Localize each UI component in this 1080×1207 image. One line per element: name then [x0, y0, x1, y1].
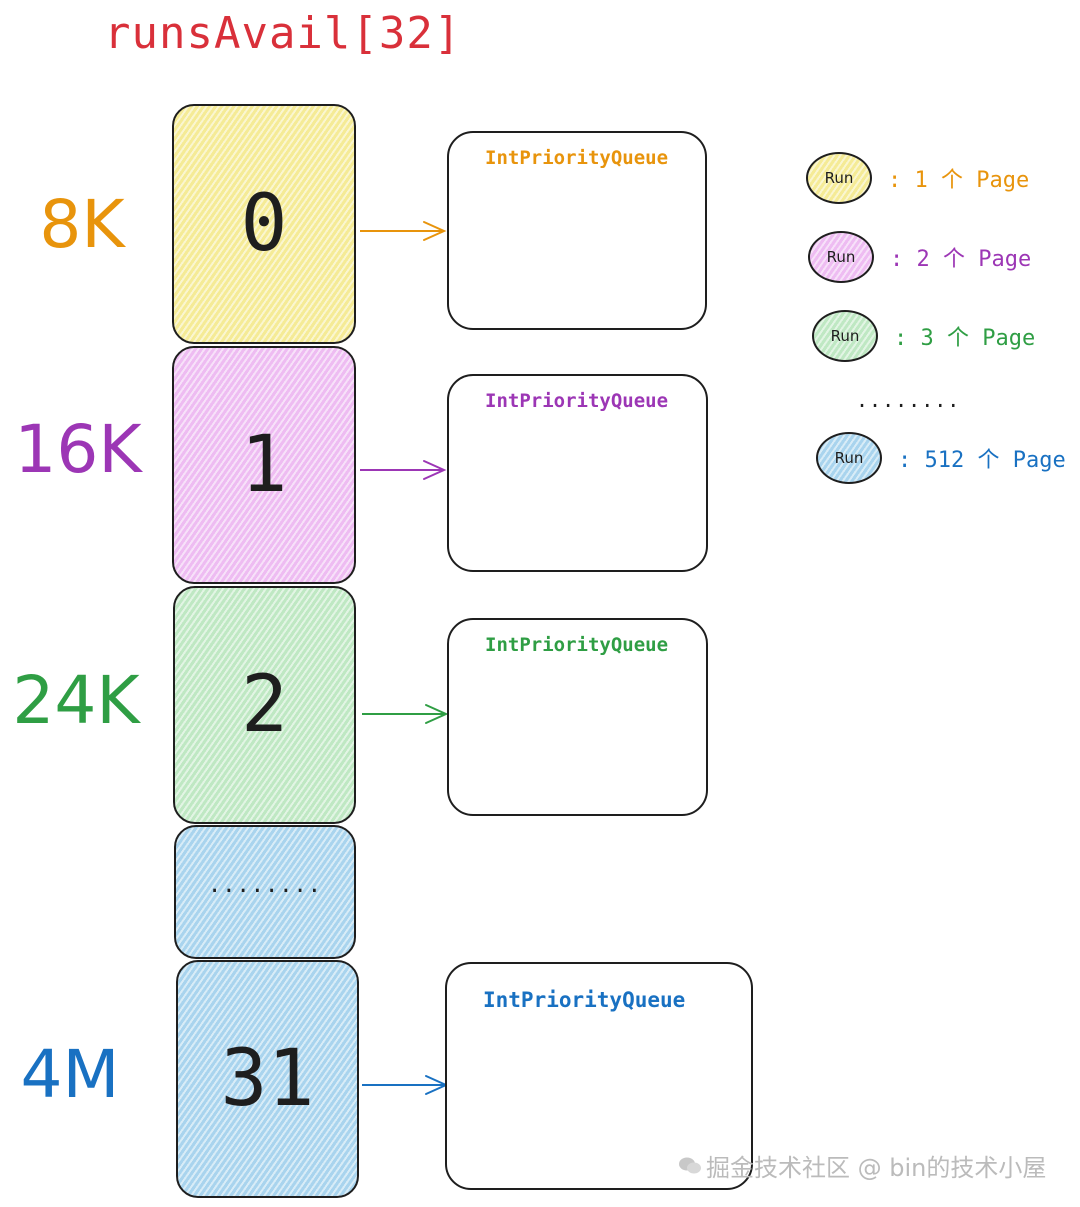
array-cell-0: 0: [172, 104, 356, 344]
queue-label-2: IntPriorityQueue: [485, 634, 669, 656]
legend-item-2-page: Run : 2 个 Page: [808, 227, 1031, 287]
run-oval: Run: [812, 310, 878, 362]
legend-text: : 1 个 Page: [888, 168, 1030, 193]
legend-text: : 512 个 Page: [898, 448, 1066, 473]
size-label-16k: 16K: [14, 411, 142, 488]
legend-item-3-page: Run : 3 个 Page: [812, 306, 1035, 366]
array-index-0: 0: [240, 179, 288, 269]
array-ellipsis: ........: [208, 872, 322, 898]
array-index-31: 31: [220, 1034, 315, 1124]
legend-ellipsis: ........: [856, 388, 961, 412]
array-index-2: 2: [241, 660, 288, 750]
watermark-text: 掘金技术社区 @ bin的技术小屋: [706, 1154, 1047, 1182]
legend-text: : 2 个 Page: [890, 247, 1032, 272]
arrowhead-2: [425, 704, 449, 724]
run-oval: Run: [816, 432, 882, 484]
wechat-icon: [679, 1157, 701, 1173]
queue-box-2: IntPriorityQueue: [447, 618, 708, 816]
array-cell-31: 31: [176, 960, 359, 1198]
arrowhead-0: [423, 221, 447, 241]
array-cell-ellipsis: ........: [174, 825, 356, 959]
run-oval: Run: [806, 152, 872, 204]
size-label-4m: 4M: [20, 1036, 120, 1113]
legend-text: : 3 个 Page: [894, 326, 1036, 351]
arrowhead-1: [423, 460, 447, 480]
legend-item-1-page: Run : 1 个 Page: [806, 148, 1029, 208]
queue-label-31: IntPriorityQueue: [483, 988, 686, 1012]
legend-item-512-page: Run : 512 个 Page: [816, 428, 1066, 488]
queue-box-31: IntPriorityQueue: [445, 962, 753, 1190]
queue-label-1: IntPriorityQueue: [485, 390, 669, 412]
size-label-8k: 8K: [39, 186, 125, 263]
diagram-title: runsAvail[32]: [104, 8, 462, 59]
queue-label-0: IntPriorityQueue: [485, 147, 669, 169]
size-label-24k: 24K: [12, 662, 140, 739]
array-cell-1: 1: [172, 346, 356, 584]
run-oval: Run: [808, 231, 874, 283]
array-cell-2: 2: [173, 586, 356, 824]
queue-box-1: IntPriorityQueue: [447, 374, 708, 572]
array-index-1: 1: [240, 420, 288, 510]
watermark: 掘金技术社区 @ bin的技术小屋: [678, 1148, 1046, 1183]
queue-box-0: IntPriorityQueue: [447, 131, 707, 330]
